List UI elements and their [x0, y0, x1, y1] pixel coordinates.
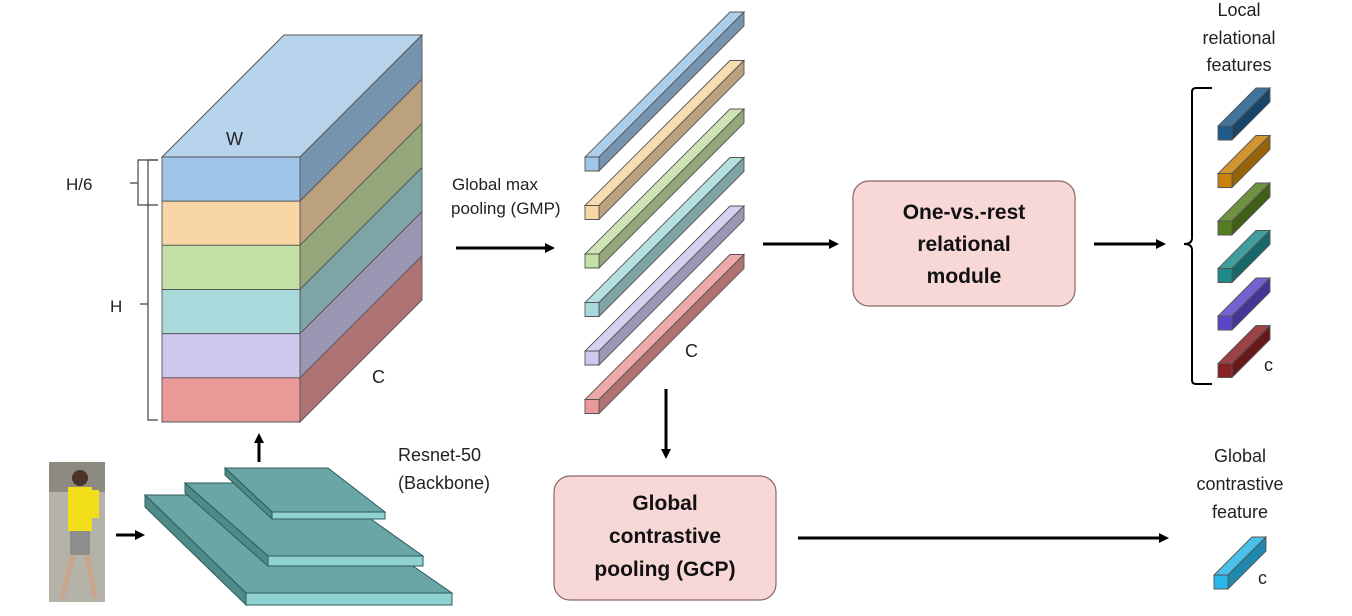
local-label-line1: Local: [1217, 0, 1260, 20]
pedestrian-photo: [49, 462, 105, 602]
gmp-label-line1: Global max: [452, 175, 538, 194]
strips-c-label: C: [685, 341, 698, 361]
tensor-stripe-front-4: [161, 289, 301, 335]
local-feature-5: [1216, 276, 1272, 332]
tensor-stripe-front-2: [161, 200, 301, 246]
pooled-strip-3-front: [584, 253, 600, 269]
gcp-line1: Global: [632, 492, 697, 515]
local-feature-cubes: [1216, 86, 1272, 379]
h-bracket: [140, 159, 158, 421]
tensor-stripe-5: [161, 210, 423, 379]
backbone-layers: [143, 466, 454, 607]
tensor-stripe-1: [161, 33, 423, 203]
local-feature-2-front: [1217, 173, 1233, 188]
tensor-stripe-front-5: [161, 333, 301, 379]
tensor-stripe-6: [161, 254, 423, 424]
pooled-strips: [583, 10, 746, 415]
pooled-strip-1: [583, 10, 746, 173]
local-c-label: c: [1264, 355, 1273, 375]
local-feature-4: [1216, 229, 1272, 284]
pooled-strip-2: [583, 59, 746, 221]
gcp-module: Global contrastive pooling (GCP): [553, 475, 777, 601]
tensor-w-label: W: [226, 129, 243, 149]
tensor-stripes: [161, 33, 423, 424]
tensor-c-label: C: [372, 367, 385, 387]
tensor-stripe-front-1: [161, 156, 301, 202]
pooled-strip-3: [583, 107, 746, 270]
local-feature-1: [1216, 86, 1272, 142]
global-c-label: c: [1258, 568, 1267, 588]
local-feature-5-front: [1217, 315, 1233, 331]
local-feature-3: [1216, 181, 1272, 237]
local-feature-6: [1216, 324, 1272, 379]
local-feature-6-front: [1217, 363, 1233, 378]
backbone-label-line1: Resnet-50: [398, 445, 481, 465]
global-label-line3: feature: [1212, 502, 1268, 522]
tensor-stripe-front-6: [161, 377, 301, 423]
ovr-line1: One-vs.-rest: [903, 201, 1026, 224]
pooled-strip-4: [583, 156, 746, 318]
height-brackets: H/6 H: [66, 159, 158, 421]
h-label: H: [110, 297, 122, 316]
pooled-strip-1-front: [584, 156, 600, 172]
global-label-line2: contrastive: [1196, 474, 1283, 494]
gcp-line3: pooling (GCP): [594, 558, 735, 581]
tensor-stripe-2: [161, 78, 423, 247]
local-feature-3-front: [1217, 220, 1233, 236]
feature-tensor: W C: [160, 33, 424, 424]
ovr-line3: module: [927, 265, 1002, 288]
global-feature-front: [1213, 574, 1229, 590]
pooled-strip-2-front: [584, 205, 600, 220]
h6-bracket: [130, 159, 158, 206]
pooled-strip-6: [583, 253, 746, 415]
local-feature-4-front: [1217, 268, 1233, 283]
pooled-strip-5-front: [584, 350, 600, 366]
ovr-line2: relational: [917, 233, 1010, 256]
gmp-label-line2: pooling (GMP): [451, 199, 561, 218]
local-feature-1-front: [1217, 125, 1233, 141]
tensor-stripe-front-3: [161, 244, 301, 290]
pooled-strip-6-front: [584, 399, 600, 414]
global-label-line1: Global: [1214, 446, 1266, 466]
local-label-line3: features: [1206, 55, 1271, 75]
h6-label: H/6: [66, 175, 92, 194]
gcp-line2: contrastive: [609, 525, 721, 548]
one-vs-rest-module: One-vs.-rest relational module: [852, 180, 1076, 307]
pooled-strip-5: [583, 204, 746, 367]
global-feature-cube: [1212, 535, 1268, 591]
local-features-bracket: [1183, 87, 1212, 385]
local-label-line2: relational: [1202, 28, 1275, 48]
pooled-strip-4-front: [584, 302, 600, 317]
local-feature-2: [1216, 134, 1272, 189]
backbone-label-line2: (Backbone): [398, 473, 490, 493]
global-feature: [1212, 535, 1268, 591]
